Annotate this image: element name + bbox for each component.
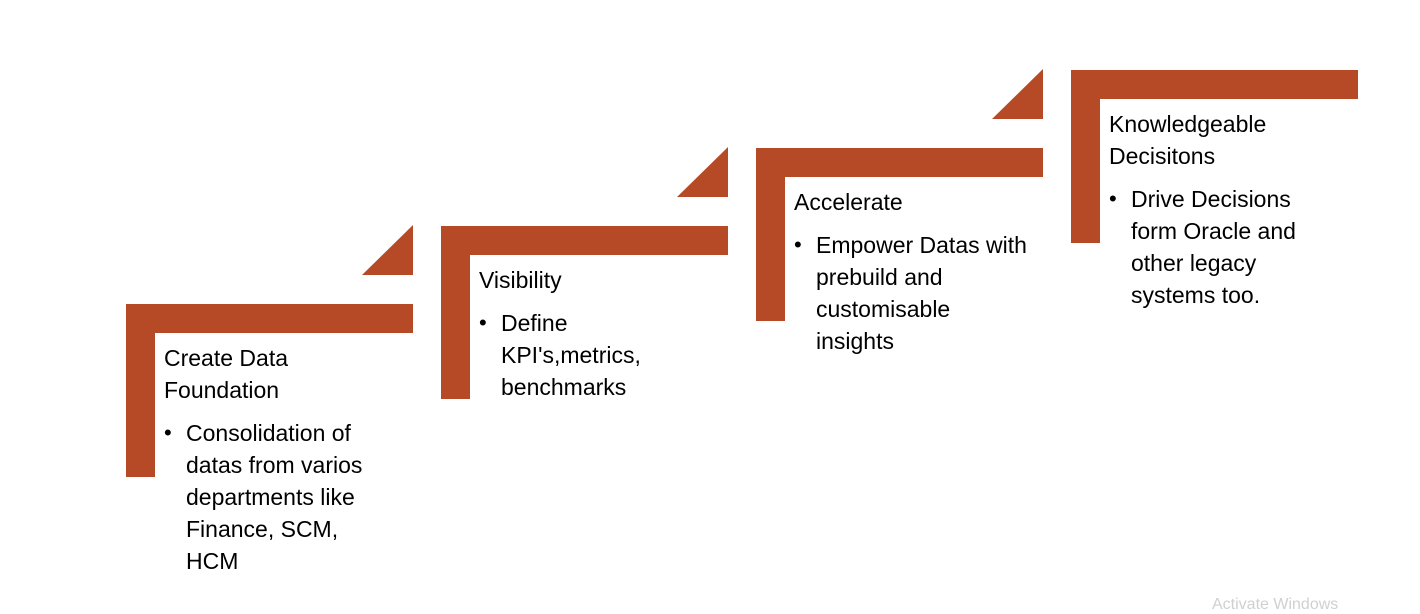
bullet-dot: • [479, 310, 487, 335]
step-4-bullet-text: Drive Decisions form Oracle and other le… [1131, 186, 1296, 308]
step-1-title: Create Data Foundation [164, 345, 289, 403]
step-2-bullet: • Define KPI's,metrics, benchmarks [479, 307, 689, 403]
step-3-bullet-text: Empower Datas with prebuild and customis… [816, 232, 1027, 354]
step-4-left-bar [1071, 70, 1100, 243]
step-1-left-bar [126, 304, 155, 477]
step-2-arrow-triangle [677, 147, 728, 197]
step-1-bullet: • Consolidation of datas from varios dep… [164, 417, 394, 577]
bullet-dot: • [164, 420, 172, 445]
step-1-arrow-triangle [362, 225, 413, 275]
step-3-bullet: • Empower Datas with prebuild and custom… [794, 229, 1034, 357]
bullet-dot: • [1109, 186, 1117, 211]
step-2-bullet-text: Define KPI's,metrics, benchmarks [501, 310, 641, 400]
step-2-left-bar [441, 226, 470, 399]
step-2-top-bar [441, 226, 728, 255]
step-4-bullet: • Drive Decisions form Oracle and other … [1109, 183, 1339, 311]
step-1-bullet-text: Consolidation of datas from varios depar… [186, 420, 363, 574]
bullet-dot: • [794, 232, 802, 257]
step-2-title: Visibility [479, 267, 562, 293]
step-4-top-bar [1071, 70, 1358, 99]
step-3-arrow-triangle [992, 69, 1043, 119]
step-3-top-bar [756, 148, 1043, 177]
step-3-left-bar [756, 148, 785, 321]
activation-watermark: Activate Windows [1212, 596, 1339, 613]
step-3-title: Accelerate [794, 189, 903, 215]
step-4-title: Knowledgeable Decisitons [1109, 111, 1267, 169]
step-1-top-bar [126, 304, 413, 333]
